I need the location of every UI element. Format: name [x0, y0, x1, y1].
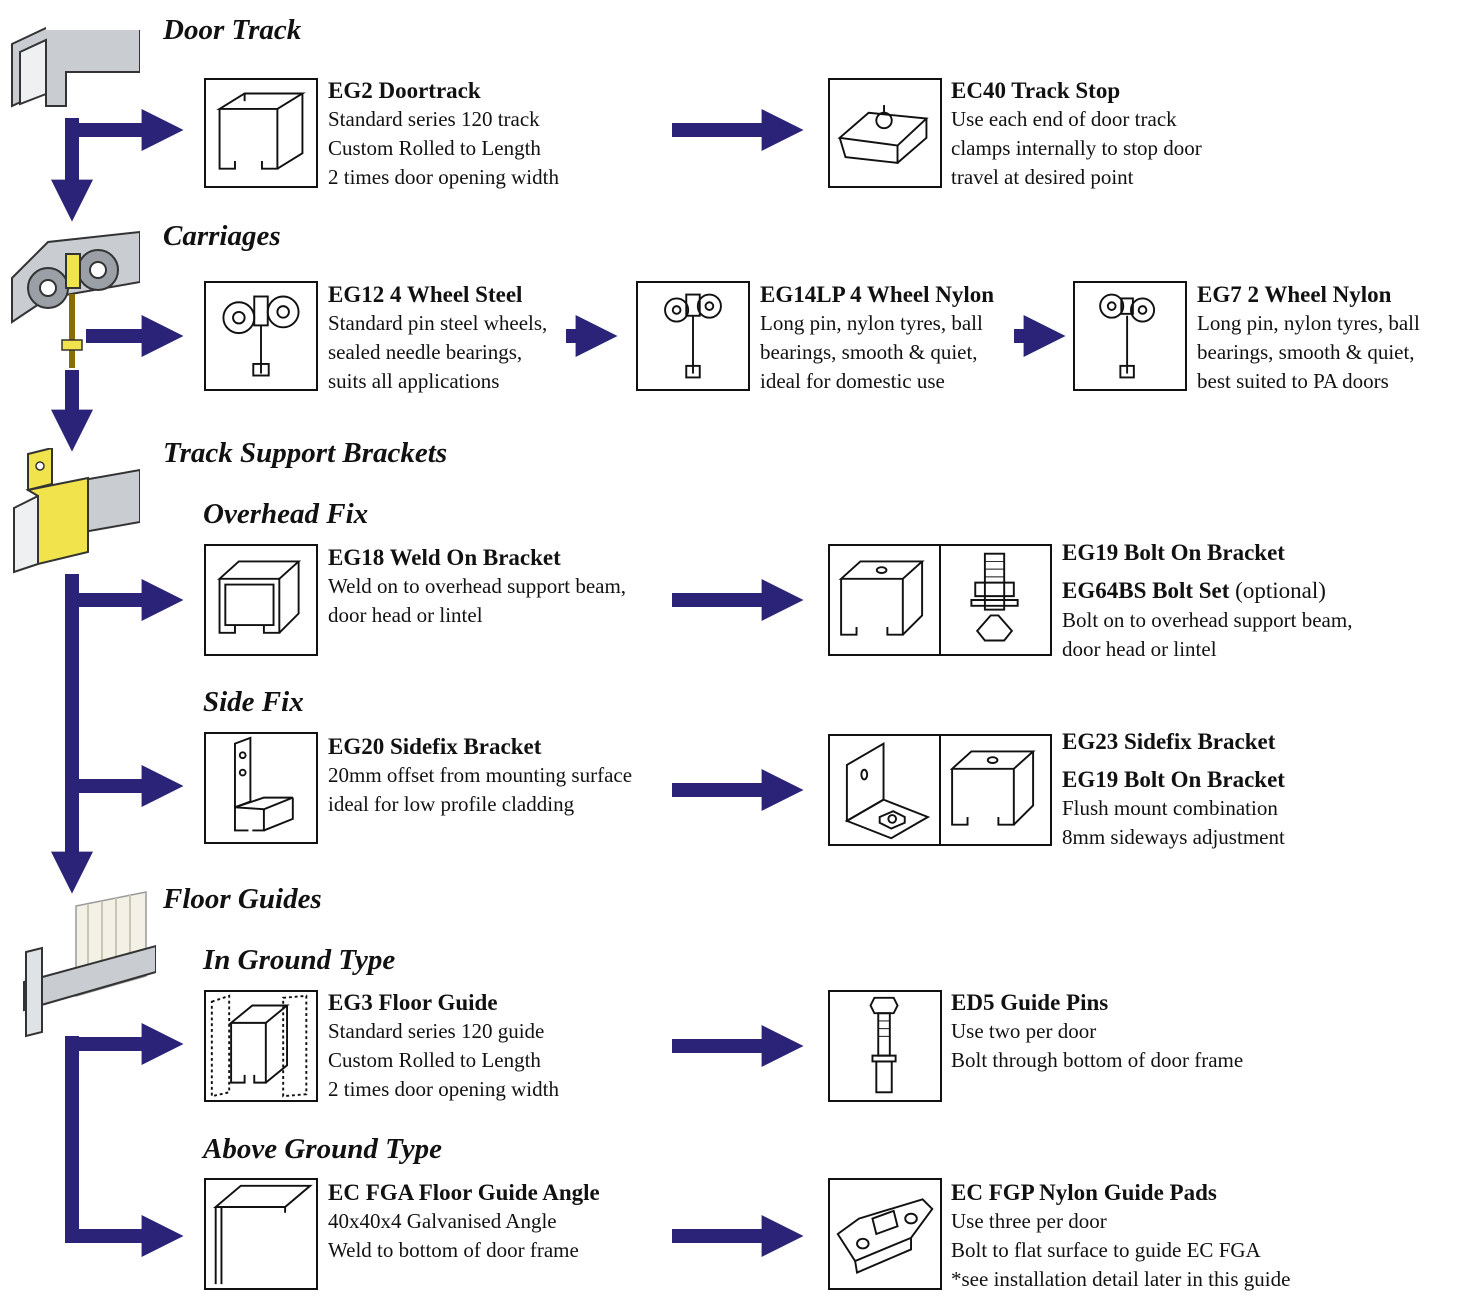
eg12-line-3: suits all applications: [328, 367, 547, 396]
ecfga-line-2: Weld to bottom of door frame: [328, 1236, 600, 1265]
eg7-line-2: bearings, smooth & quiet,: [1197, 338, 1420, 367]
ed5-title: ED5 Guide Pins: [951, 988, 1243, 1017]
ed5-image: [828, 990, 942, 1102]
ec40-title: EC40 Track Stop: [951, 76, 1202, 105]
eg19-bracket-image: [830, 546, 939, 654]
eg20-image: [204, 732, 318, 844]
eg2-title: EG2 Doortrack: [328, 76, 559, 105]
eg23-bracket-image: [830, 736, 939, 844]
eg19-title: EG19 Bolt On Bracket: [1062, 538, 1352, 567]
eg20-title: EG20 Sidefix Bracket: [328, 732, 632, 761]
eg23-line-1: Flush mount combination: [1062, 794, 1285, 823]
subsection-side-fix: Side Fix: [203, 686, 304, 719]
ecfga-text: EC FGA Floor Guide Angle 40x40x4 Galvani…: [328, 1178, 600, 1265]
eg23-line-2: 8mm sideways adjustment: [1062, 823, 1285, 852]
section-floor-guides: Floor Guides: [163, 883, 322, 916]
eg18-image: [204, 544, 318, 656]
ecfgp-line-2: Bolt to flat surface to guide EC FGA: [951, 1236, 1290, 1265]
section-door-track: Door Track: [163, 14, 301, 47]
ec40-image: [828, 78, 942, 188]
eg18-line-1: Weld on to overhead support beam,: [328, 572, 626, 601]
eg64bs-bolt-image: [939, 546, 1050, 654]
eg3-text: EG3 Floor Guide Standard series 120 guid…: [328, 988, 559, 1104]
eg2-line-3: 2 times door opening width: [328, 163, 559, 192]
eg64bs-optional: (optional): [1229, 578, 1325, 603]
ecfgp-text: EC FGP Nylon Guide Pads Use three per do…: [951, 1178, 1290, 1294]
carriage-icon: [8, 222, 140, 372]
ed5-text: ED5 Guide Pins Use two per door Bolt thr…: [951, 988, 1243, 1075]
eg12-line-1: Standard pin steel wheels,: [328, 309, 547, 338]
eg20-line-2: ideal for low profile cladding: [328, 790, 632, 819]
eg12-image: [204, 281, 318, 391]
ec40-line-2: clamps internally to stop door: [951, 134, 1202, 163]
eg12-title: EG12 4 Wheel Steel: [328, 280, 547, 309]
eg23-title: EG23 Sidefix Bracket: [1062, 727, 1285, 756]
ecfga-title: EC FGA Floor Guide Angle: [328, 1178, 600, 1207]
eg7-line-1: Long pin, nylon tyres, ball: [1197, 309, 1420, 338]
subsection-above-ground: Above Ground Type: [203, 1133, 442, 1166]
subsection-in-ground: In Ground Type: [203, 944, 395, 977]
eg23-text: EG23 Sidefix Bracket EG19 Bolt On Bracke…: [1062, 727, 1285, 852]
eg2-line-1: Standard series 120 track: [328, 105, 559, 134]
eg7-text: EG7 2 Wheel Nylon Long pin, nylon tyres,…: [1197, 280, 1420, 396]
eg14lp-image: [636, 281, 750, 391]
eg14lp-line-3: ideal for domestic use: [760, 367, 994, 396]
eg64bs-title: EG64BS Bolt Set: [1062, 578, 1229, 603]
eg19-line-2: door head or lintel: [1062, 635, 1352, 664]
eg12-line-2: sealed needle bearings,: [328, 338, 547, 367]
eg2-line-2: Custom Rolled to Length: [328, 134, 559, 163]
ecfgp-line-3: *see installation detail later in this g…: [951, 1265, 1290, 1294]
ec40-text: EC40 Track Stop Use each end of door tra…: [951, 76, 1202, 192]
section-track-support: Track Support Brackets: [163, 437, 447, 470]
eg19-text: EG19 Bolt On Bracket EG64BS Bolt Set (op…: [1062, 538, 1352, 664]
eg19-bracket-image-2: [939, 736, 1050, 844]
eg3-line-3: 2 times door opening width: [328, 1075, 559, 1104]
eg20-line-1: 20mm offset from mounting surface: [328, 761, 632, 790]
bracket-icon: [8, 448, 140, 576]
floor-guide-icon: [16, 886, 156, 1038]
eg2-text: EG2 Doortrack Standard series 120 track …: [328, 76, 559, 192]
eg18-line-2: door head or lintel: [328, 601, 626, 630]
eg7-title: EG7 2 Wheel Nylon: [1197, 280, 1420, 309]
ec40-line-1: Use each end of door track: [951, 105, 1202, 134]
eg14lp-line-2: bearings, smooth & quiet,: [760, 338, 994, 367]
eg2-image: [204, 78, 318, 188]
door-track-icon: [6, 10, 140, 110]
ecfga-line-1: 40x40x4 Galvanised Angle: [328, 1207, 600, 1236]
ecfgp-line-1: Use three per door: [951, 1207, 1290, 1236]
ecfga-image: [204, 1178, 318, 1290]
eg23-title-2: EG19 Bolt On Bracket: [1062, 765, 1285, 794]
ecfgp-image: [828, 1178, 942, 1290]
section-carriages: Carriages: [163, 220, 281, 253]
eg19-eg64bs-image: [828, 544, 1052, 656]
eg19-line-1: Bolt on to overhead support beam,: [1062, 606, 1352, 635]
eg14lp-title: EG14LP 4 Wheel Nylon: [760, 280, 994, 309]
eg18-text: EG18 Weld On Bracket Weld on to overhead…: [328, 543, 626, 630]
eg23-eg19-image: [828, 734, 1052, 846]
eg3-line-1: Standard series 120 guide: [328, 1017, 559, 1046]
eg7-image: [1073, 281, 1187, 391]
eg14lp-line-1: Long pin, nylon tyres, ball: [760, 309, 994, 338]
ec40-line-3: travel at desired point: [951, 163, 1202, 192]
eg20-text: EG20 Sidefix Bracket 20mm offset from mo…: [328, 732, 632, 819]
subsection-overhead-fix: Overhead Fix: [203, 498, 368, 531]
eg7-line-3: best suited to PA doors: [1197, 367, 1420, 396]
eg14lp-text: EG14LP 4 Wheel Nylon Long pin, nylon tyr…: [760, 280, 994, 396]
eg12-text: EG12 4 Wheel Steel Standard pin steel wh…: [328, 280, 547, 396]
eg3-title: EG3 Floor Guide: [328, 988, 559, 1017]
eg18-title: EG18 Weld On Bracket: [328, 543, 626, 572]
ecfgp-title: EC FGP Nylon Guide Pads: [951, 1178, 1290, 1207]
ed5-line-2: Bolt through bottom of door frame: [951, 1046, 1243, 1075]
eg3-image: [204, 990, 318, 1102]
ed5-line-1: Use two per door: [951, 1017, 1243, 1046]
eg3-line-2: Custom Rolled to Length: [328, 1046, 559, 1075]
